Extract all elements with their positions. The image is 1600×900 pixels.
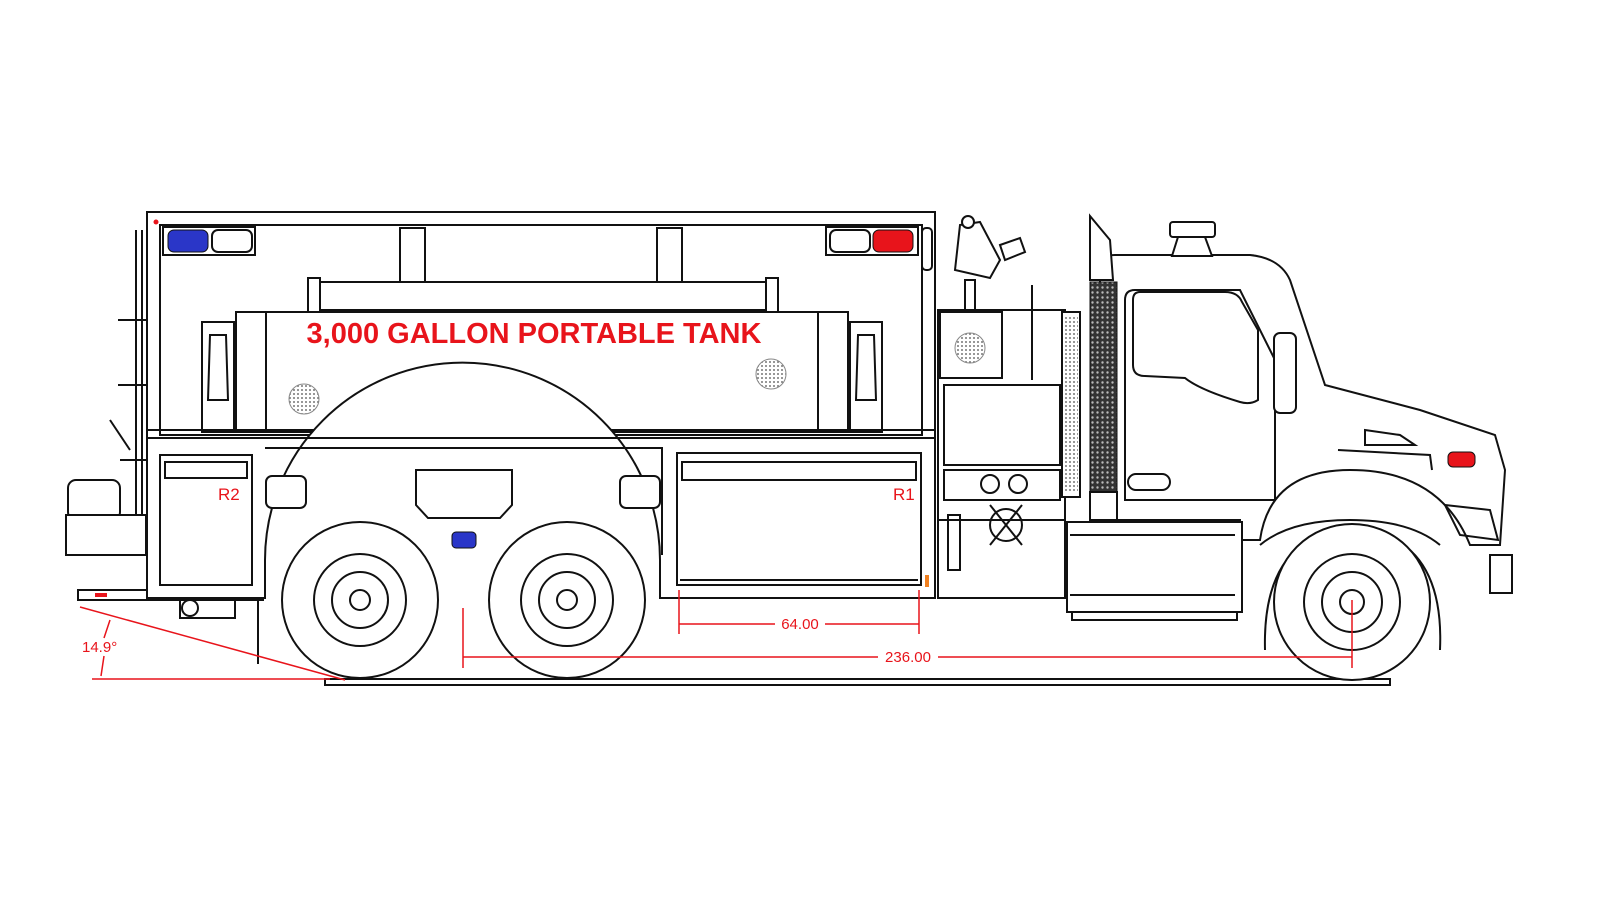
red-warning-light [872, 229, 914, 253]
tank-vent-right [755, 358, 787, 390]
wheelbase-label: 236.00 [885, 649, 931, 666]
tank-label: 3,000 GALLON PORTABLE TANK [307, 318, 762, 350]
pump-panel [937, 215, 1081, 599]
ground-line [324, 678, 1391, 686]
tank-vent-left [288, 383, 320, 415]
dimension-compartment-width: 64.00 [678, 590, 920, 634]
cab [1066, 213, 1513, 621]
compartment-r2: R2 [159, 454, 253, 586]
compartment-r1: R1 [676, 452, 929, 587]
blue-warning-light [167, 229, 209, 253]
dimension-departure-angle: 14.9° [79, 606, 346, 681]
compartment-label-r2: R2 [218, 485, 240, 504]
dimension-wheelbase: 236.00 [462, 600, 1353, 668]
rear-axle-wheel-2 [488, 521, 646, 679]
cab-marker-light [1447, 451, 1476, 468]
compartment-label-r1: R1 [893, 485, 915, 504]
rear-axle-wheel-1 [281, 521, 439, 679]
departure-angle-label: 14.9° [82, 639, 117, 656]
compartment-width-label: 64.00 [781, 616, 819, 633]
lower-body: R2 R1 [146, 361, 936, 599]
upper-body: 3,000 GALLON PORTABLE TANK [146, 211, 936, 439]
